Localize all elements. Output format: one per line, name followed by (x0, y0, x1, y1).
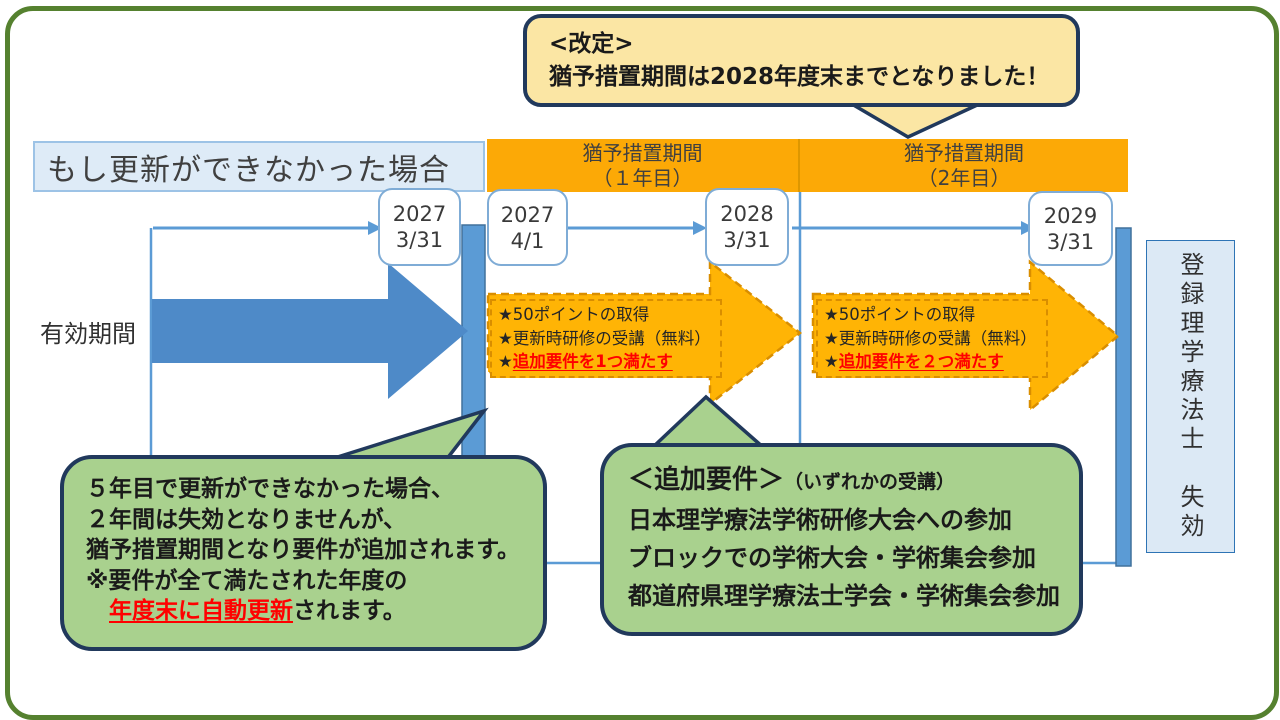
text-line: ★追加要件を２つ満たす (824, 352, 1004, 371)
text-line: <改定> (549, 31, 634, 57)
requirement-note-year1: ★50ポイントの取得 ★更新時研修の受講（無料） ★追加要件を1つ満たす (490, 299, 722, 378)
date-year: 2028 (720, 202, 774, 226)
valid-period-arrow (152, 263, 468, 399)
text-line: ５年目で更新ができなかった場合、 (86, 476, 454, 502)
grace-period-header-year2: 猶予措置期間 （2年目） (800, 139, 1128, 192)
grace-header-line1: 猶予措置期間 (904, 140, 1024, 165)
text-line: 日本理学療法学術研修大会への参加 (628, 506, 1012, 534)
requirement-note-year2: ★50ポイントの取得 ★更新時研修の受講（無料） ★追加要件を２つ満たす (816, 299, 1048, 378)
grace-explanation-callout: ５年目で更新ができなかった場合、 ２年間は失効となりませんが、猶予措置期間となり要… (60, 455, 547, 651)
page-title: もし更新ができなかった場合 (33, 141, 485, 192)
date-day: 3/31 (723, 228, 771, 252)
text-line: ★50ポイントの取得 (824, 305, 976, 324)
date-year: 2027 (392, 202, 447, 226)
left-callout-tail (327, 407, 489, 462)
text-line: 猶予措置期間は2028年度末までとなりました！ (549, 64, 1050, 90)
date-box-2027-0401: 2027 4/1 (487, 189, 568, 266)
text-line: ★更新時研修の受講（無料） (498, 328, 711, 348)
text-line: 年度末に自動更新されます。 (109, 598, 406, 624)
valid-period-label: 有効期間 (40, 320, 136, 348)
grace-period-header-year1: 猶予措置期間 （１年目） (487, 139, 800, 192)
date-day: 3/31 (395, 228, 444, 252)
date-year: 2027 (500, 202, 555, 227)
text-line: 猶予措置期間となり要件が追加されます。 (86, 537, 521, 563)
text-line: ※要件が全て満たされた年度の (86, 567, 408, 594)
text-line: ★50ポイントの取得 (498, 305, 650, 324)
date-box-2028-0331: 2028 3/31 (705, 188, 789, 266)
grace-header-line1: 猶予措置期間 (582, 140, 703, 165)
text-line: ★追加要件を1つ満たす (498, 352, 673, 371)
right-callout-tail (647, 394, 769, 450)
text-line: ★更新時研修の受講（無料） (824, 328, 1037, 348)
deadline-bar-2 (1115, 227, 1132, 567)
timeline-arrow-2-head (693, 221, 707, 235)
date-year: 2029 (1043, 203, 1098, 228)
registered-pt-invalid-box: 登録理学療法士 失効 (1146, 240, 1235, 553)
date-day: 4/1 (510, 228, 545, 253)
revision-callout: <改定> 猶予措置期間は2028年度末までとなりました！ (523, 14, 1080, 107)
timeline-arrow-1-head (368, 221, 382, 235)
text-line: ブロックでの学術大会・学術集会参加 (628, 544, 1036, 572)
date-box-2029-0331: 2029 3/31 (1028, 191, 1113, 266)
date-day: 3/31 (1046, 229, 1095, 254)
grace-header-line2: （2年目） (917, 165, 1011, 190)
text-line: 都道府県理学療法士学会・学術集会参加 (628, 582, 1060, 610)
additional-requirements-callout: ＜追加要件＞（いずれかの受講） 日本理学療法学術研修大会への参加ブロックでの学術大… (600, 443, 1083, 636)
date-box-2027-0331: 2027 3/31 (378, 188, 461, 266)
text-line: ２年間は失効となりませんが、 (86, 506, 407, 533)
grace-header-line2: （１年目） (592, 165, 693, 190)
text-line: ＜追加要件＞（いずれかの受講） (628, 465, 956, 495)
